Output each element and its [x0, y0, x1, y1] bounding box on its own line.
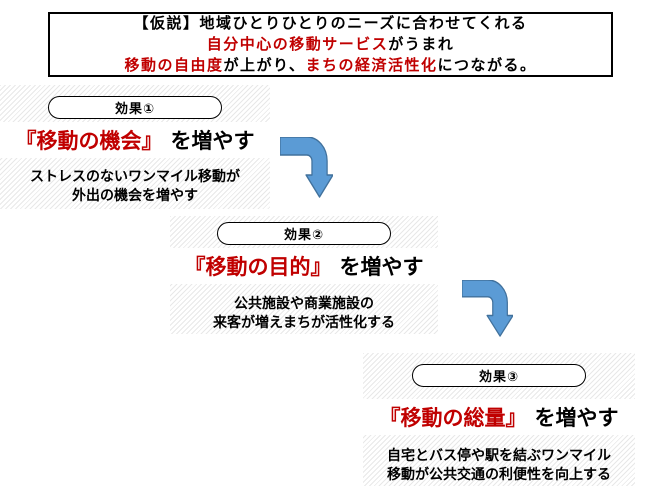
effect1-desc-line2: 外出の機会を増やす — [72, 187, 198, 203]
hypothesis-line2-text: がうまれ — [388, 36, 455, 53]
effect-block-1: 効果① 『移動の機会』を増やす ストレスのないワンマイル移動が 外出の機会を増や… — [0, 85, 270, 209]
effect1-title-suffix: を増やす — [170, 130, 255, 153]
effect3-badge: 効果③ — [412, 364, 586, 387]
hypothesis-line2-highlight: 自分中心の移動サービス — [206, 36, 389, 53]
effect2-title-suffix: を増やす — [339, 256, 424, 279]
effect3-desc-line1: 自宅とバス停や駅を結ぶワンマイル — [387, 447, 611, 463]
effect-block-3: 効果③ 『移動の総量』を増やす 自宅とバス停や駅を結ぶワンマイル 移動が公共交通… — [363, 353, 635, 486]
hypothesis-line3-text-2: につながる。 — [437, 57, 537, 74]
effect1-badge: 効果① — [48, 96, 222, 119]
effect3-description: 自宅とバス停や駅を結ぶワンマイル 移動が公共交通の利便性を向上する — [387, 446, 611, 484]
hypothesis-box: 【仮説】地域ひとりひとりのニーズに合わせてくれる 自分中心の移動サービスがうまれ… — [48, 12, 613, 77]
effect1-title-band: 『移動の機会』を増やす — [0, 122, 270, 158]
effect2-badge: 効果② — [217, 222, 391, 245]
hypothesis-line3-text-1: が上がり、 — [223, 57, 306, 74]
hypothesis-line1-text: 【仮説】地域ひとりひとりのニーズに合わせてくれる — [133, 15, 528, 32]
effect1-badge-label: 効果① — [114, 101, 155, 116]
hypothesis-line-2: 自分中心の移動サービスがうまれ — [50, 34, 611, 55]
hypothesis-line3-highlight-1: 移動の自由度 — [124, 57, 224, 74]
effect3-title-band: 『移動の総量』を増やす — [363, 399, 635, 435]
effect1-desc-line1: ストレスのないワンマイル移動が — [30, 168, 240, 184]
hypothesis-line3-highlight-2: まちの経済活性化 — [305, 57, 438, 74]
effect2-description: 公共施設や商業施設の 来客が増えまちが活性化する — [213, 294, 395, 332]
effect1-description: ストレスのないワンマイル移動が 外出の機会を増やす — [30, 167, 240, 205]
effect2-title-highlight: 『移動の目的』 — [184, 256, 332, 279]
hypothesis-line-3: 移動の自由度が上がり、まちの経済活性化につながる。 — [50, 55, 611, 76]
effect2-desc-line2: 来客が増えまちが活性化する — [213, 314, 395, 330]
effect3-title-highlight: 『移動の総量』 — [379, 407, 527, 430]
effect1-title-highlight: 『移動の機会』 — [15, 130, 163, 153]
effect3-title-suffix: を増やす — [534, 407, 619, 430]
effect2-badge-label: 効果② — [283, 227, 324, 242]
bent-arrow-icon-1 — [280, 137, 333, 198]
bent-arrow-icon-2 — [462, 280, 513, 337]
effect-block-2: 効果② 『移動の目的』を増やす 公共施設や商業施設の 来客が増えまちが活性化する — [170, 216, 438, 334]
effect3-badge-label: 効果③ — [478, 369, 519, 384]
effect2-desc-line1: 公共施設や商業施設の — [234, 295, 374, 311]
effect2-title-band: 『移動の目的』を増やす — [170, 248, 438, 284]
effect3-desc-line2: 移動が公共交通の利便性を向上する — [387, 466, 611, 482]
hypothesis-line-1: 【仮説】地域ひとりひとりのニーズに合わせてくれる — [50, 13, 611, 34]
